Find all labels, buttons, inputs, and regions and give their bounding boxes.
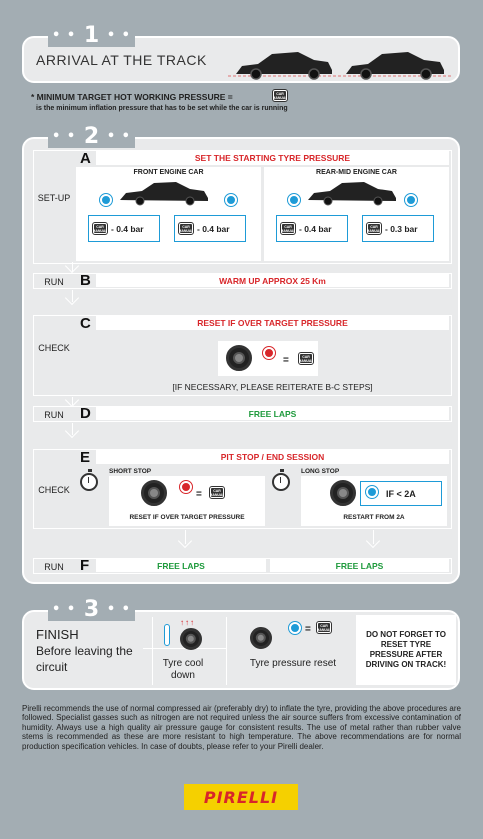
- step-d-title: FREE LAPS: [96, 407, 449, 420]
- tyre-icon: [330, 480, 356, 506]
- step2-number: • • 2 • •: [48, 126, 135, 148]
- target-pressure-note: is the minimum inflation pressure that h…: [36, 105, 288, 112]
- run-label-b: RUN: [44, 277, 64, 287]
- front-left-pressure: CAR MANUAL- 0.4 bar: [88, 215, 160, 242]
- step-b-letter: B: [80, 272, 91, 289]
- flow-line: [72, 262, 73, 272]
- reset-divider: [226, 617, 227, 685]
- long-stop-box: [301, 476, 447, 526]
- tyre-icon: [141, 480, 167, 506]
- pirelli-logo: PIRELLI: [184, 784, 298, 810]
- cars-illustration: [228, 52, 453, 80]
- flow-line: [72, 397, 73, 405]
- setup-label: SET-UP: [37, 193, 71, 203]
- equals-sign: =: [283, 355, 289, 366]
- front-right-gauge-icon: [224, 193, 238, 207]
- run-row-f: [33, 558, 452, 574]
- check-label-c: CHECK: [38, 343, 70, 353]
- step-e-title: PIT STOP / END SESSION: [96, 450, 449, 464]
- flow-line: [72, 290, 73, 302]
- step-c-letter: C: [80, 315, 91, 332]
- setup-row: [33, 150, 452, 264]
- equals-sign: =: [196, 489, 202, 500]
- step-f-right: FREE LAPS: [270, 559, 449, 572]
- long-stop-watch-icon: [272, 469, 290, 491]
- rear-car-icon: [308, 182, 396, 206]
- flow-line: [373, 530, 374, 544]
- flow-line: [72, 423, 73, 435]
- cool-divider: [152, 617, 153, 685]
- car-manual-tag: CAR MANUAL: [298, 352, 314, 365]
- check-row-e: [33, 449, 452, 529]
- warning-box: DO NOT FORGET TO RESET TYRE PRESSURE AFT…: [356, 615, 456, 685]
- short-stop-caption: RESET IF OVER TARGET PRESSURE: [129, 514, 245, 521]
- warning-text: DO NOT FORGET TO RESET TYRE PRESSURE AFT…: [365, 630, 447, 669]
- run-label-d: RUN: [44, 410, 64, 420]
- cool-down-text: Tyre cool down: [162, 658, 204, 681]
- tyre-icon: [226, 345, 252, 371]
- long-stop-title: LONG STOP: [301, 468, 340, 475]
- car-manual-tag: CAR MANUAL: [316, 621, 332, 634]
- step-d-letter: D: [80, 405, 91, 422]
- rear-right-pressure: CAR MANUAL- 0.3 bar: [362, 215, 434, 242]
- short-stop-watch-icon: [80, 469, 98, 491]
- flow-line: [185, 530, 186, 544]
- step-a-letter: A: [80, 150, 91, 167]
- run-label-f: RUN: [44, 562, 64, 572]
- long-stop-caption: RESTART FROM 2A: [343, 514, 405, 521]
- front-right-pressure: CAR MANUAL- 0.4 bar: [174, 215, 246, 242]
- finish-title: FINISH: [36, 627, 79, 642]
- thermometer-icon: [164, 624, 170, 646]
- heat-arrows-icon: ↑↑↑: [180, 618, 195, 627]
- pressure-reset-text: Tyre pressure reset: [249, 658, 337, 669]
- tyre-icon: [180, 628, 202, 650]
- rear-right-gauge-icon: [404, 193, 418, 207]
- step1-number: • • 1 • •: [48, 25, 135, 47]
- step-c-title: RESET IF OVER TARGET PRESSURE: [96, 316, 449, 330]
- rear-left-gauge-icon: [287, 193, 301, 207]
- run-row-b: [33, 273, 452, 289]
- car-manual-tag: CAR MANUAL: [272, 89, 288, 102]
- equals-sign: =: [305, 624, 311, 635]
- step-b-title: WARM UP APPROX 25 Km: [96, 274, 449, 287]
- step3-number: • • 3 • •: [48, 599, 135, 621]
- check-label-e: CHECK: [38, 485, 70, 495]
- step-e-letter: E: [80, 449, 91, 466]
- step-f-left: FREE LAPS: [96, 559, 266, 572]
- footer-paragraph: Pirelli recommends the use of normal com…: [22, 704, 461, 751]
- target-pressure-label: * MINIMUM TARGET HOT WORKING PRESSURE =: [31, 92, 233, 102]
- front-left-gauge-icon: [99, 193, 113, 207]
- blue-gauge-icon: [288, 621, 302, 635]
- step-c-note: [IF NECESSARY, PLEASE REITERATE B-C STEP…: [172, 382, 373, 392]
- pirelli-logo-text: PIRELLI: [203, 787, 279, 807]
- blue-gauge-icon: [365, 485, 379, 499]
- red-gauge-icon: [179, 480, 193, 494]
- long-stop-condition-box: [360, 481, 442, 506]
- front-engine-title: FRONT ENGINE CAR: [133, 169, 204, 176]
- step-f-letter: F: [80, 557, 90, 574]
- front-car-icon: [120, 182, 208, 206]
- tyre-icon: [250, 627, 272, 649]
- short-stop-title: SHORT STOP: [109, 468, 152, 475]
- step1-title: ARRIVAL AT THE TRACK: [36, 52, 207, 68]
- red-gauge-icon: [262, 346, 276, 360]
- rear-left-pressure: CAR MANUAL- 0.4 bar: [276, 215, 348, 242]
- step-a-title: SET THE STARTING TYRE PRESSURE: [96, 151, 449, 165]
- rear-engine-title: REAR-MID ENGINE CAR: [316, 169, 397, 176]
- check-row-c: [33, 315, 452, 396]
- long-stop-condition: IF < 2A: [386, 489, 416, 499]
- finish-subtitle: Before leaving the circuit: [36, 644, 133, 674]
- run-row-d: [33, 406, 452, 422]
- car-manual-tag: CAR MANUAL: [209, 486, 225, 499]
